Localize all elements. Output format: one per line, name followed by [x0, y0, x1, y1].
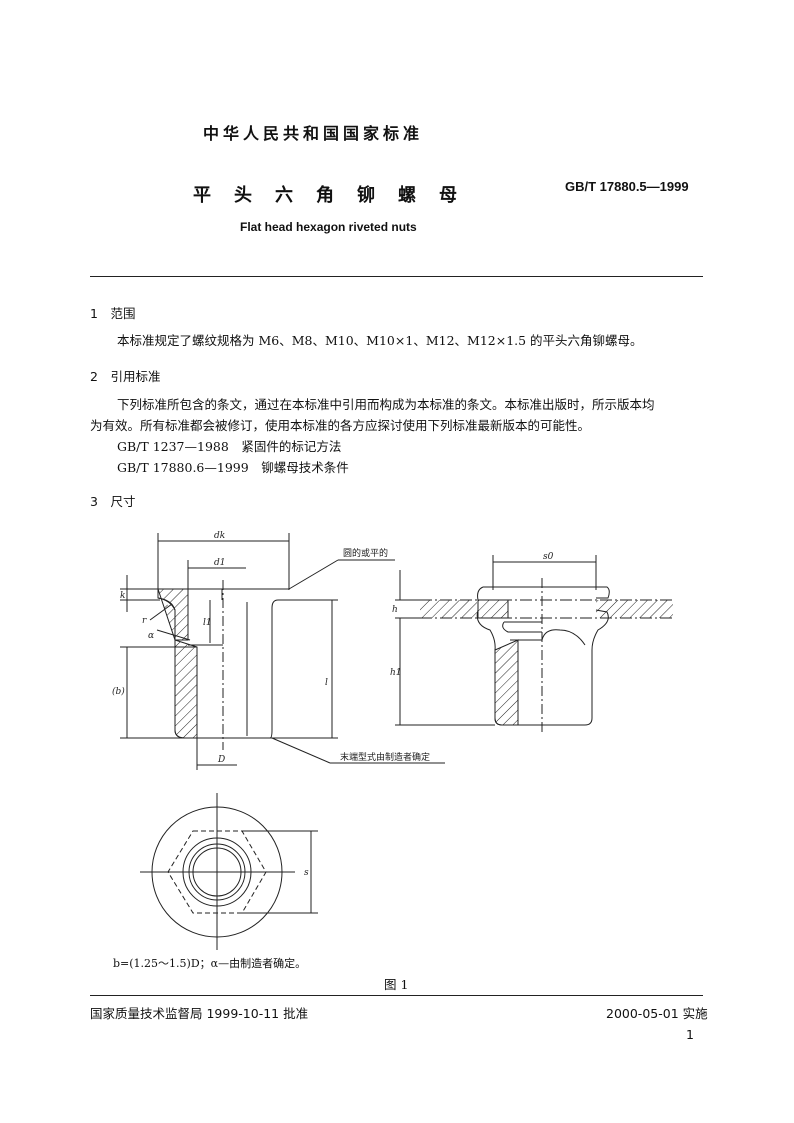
- section-1-heading: 1 范围: [90, 306, 136, 321]
- section-1-text: 本标准规定了螺纹规格为 M6、M8、M10、M10×1、M12、M12×1.5 …: [117, 333, 643, 348]
- label-s: s: [304, 868, 309, 878]
- top-view: [140, 793, 318, 950]
- standard-type: 中华人民共和国国家标准: [203, 124, 424, 143]
- section-2-heading: 2 引用标准: [90, 369, 161, 384]
- figure-caption: 图 1: [384, 977, 409, 992]
- label-b: (b): [112, 686, 125, 697]
- label-l1: l1: [203, 618, 212, 628]
- label-r: r: [142, 616, 147, 626]
- standard-code: GB/T 17880.5—1999: [565, 179, 689, 194]
- section-2-text-line2: 为有效。所有标准都会被修订，使用本标准的各方应探讨使用下列标准最新版本的可能性。: [90, 418, 591, 433]
- side-section-view: [120, 533, 445, 770]
- label-h1: h1: [390, 668, 402, 678]
- approval-info: 国家质量技术监督局 1999-10-11 批准: [90, 1006, 309, 1021]
- reference-1: GB/T 1237—1988 紧固件的标记方法: [117, 439, 342, 454]
- note-head-shape: 圆的或平的: [343, 547, 388, 559]
- label-alpha: α: [148, 631, 154, 641]
- section-3-heading: 3 尺寸: [90, 494, 136, 509]
- implementation-date: 2000-05-01 实施: [606, 1006, 708, 1021]
- label-k: k: [120, 591, 125, 601]
- label-dk: dk: [214, 531, 225, 541]
- section-2-text-line1: 下列标准所包含的条文，通过在本标准中引用而构成为本标准的条文。本标准出版时，所示…: [117, 397, 655, 412]
- label-d1: d1: [214, 558, 226, 568]
- page-number: 1: [686, 1027, 694, 1042]
- document-title-en: Flat head hexagon riveted nuts: [240, 220, 417, 234]
- header-divider: [90, 276, 703, 277]
- label-l: l: [325, 678, 328, 688]
- footer-divider: [90, 995, 703, 996]
- note-end-shape: 末端型式由制造者确定: [340, 751, 430, 763]
- reference-2: GB/T 17880.6—1999 铆螺母技术条件: [117, 460, 349, 475]
- installed-view: [395, 555, 673, 735]
- figure-formula: b=(1.25～1.5)D；α—由制造者确定。: [113, 957, 307, 970]
- label-D: D: [217, 755, 225, 765]
- document-title-cn: 平头六角铆螺母: [193, 185, 480, 206]
- label-h: h: [392, 605, 398, 615]
- label-s0: s0: [543, 552, 554, 562]
